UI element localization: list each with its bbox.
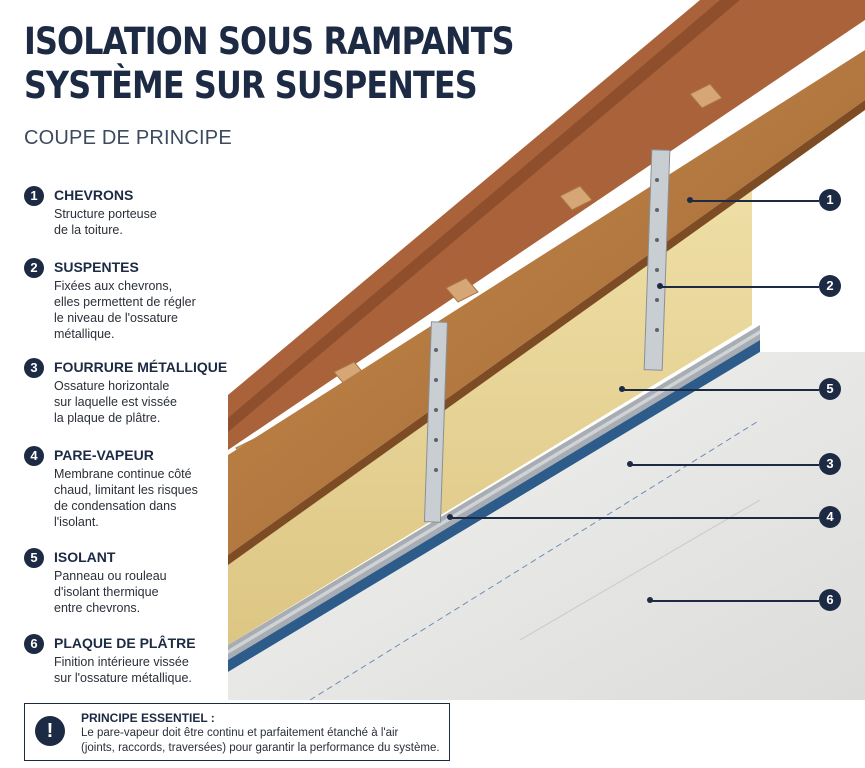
legend-title-6: PLAQUE DE PLÂTRE xyxy=(54,635,196,651)
callout-line-1 xyxy=(690,200,819,202)
callout-line-2 xyxy=(660,286,819,288)
legend-title-2: SUSPENTES xyxy=(54,259,139,275)
legend-desc-5-line-1: Panneau ou rouleau xyxy=(54,569,167,583)
legend-number-3: 3 xyxy=(24,358,44,378)
legend-desc-1-line-1: Structure porteuse xyxy=(54,207,157,221)
principle-note: ! PRINCIPE ESSENTIEL : Le pare-vapeur do… xyxy=(24,703,450,761)
roof-tiles xyxy=(228,0,865,450)
legend-number-2: 2 xyxy=(24,258,44,278)
title-line-2: SYSTÈME SUR SUSPENTES xyxy=(24,64,478,107)
callout-line-5 xyxy=(622,389,819,391)
callout-number-4: 4 xyxy=(819,506,841,528)
insulation-layer xyxy=(228,180,752,645)
legend-desc-2-line-3: le niveau de l'ossature xyxy=(54,311,178,325)
callout-number-6: 6 xyxy=(819,589,841,611)
note-line-2: (joints, raccords, traversées) pour gara… xyxy=(81,742,440,754)
callout-number-5: 5 xyxy=(819,378,841,400)
battens xyxy=(235,83,723,463)
legend-desc-1: Structure porteuse de la toiture. xyxy=(54,206,234,238)
callout-number-1: 1 xyxy=(819,189,841,211)
legend-desc-4: Membrane continue côté chaud, limitant l… xyxy=(54,466,234,530)
vapor-barrier xyxy=(228,340,760,672)
legend-title-5: ISOLANT xyxy=(54,549,116,565)
page-title: ISOLATION SOUS RAMPANTS SYSTÈME SUR SUSP… xyxy=(24,20,540,108)
exclamation-icon: ! xyxy=(35,716,65,746)
callout-line-4 xyxy=(450,517,819,519)
legend-desc-2-line-1: Fixées aux chevrons, xyxy=(54,279,173,293)
legend-desc-6-line-2: sur l'ossature métallique. xyxy=(54,671,192,685)
hangers xyxy=(423,149,671,523)
roof-tiles-ridge xyxy=(228,0,740,432)
note-text: Le pare-vapeur doit être continu et parf… xyxy=(81,726,441,756)
legend-desc-4-line-2: chaud, limitant les risques xyxy=(54,483,198,497)
note-title: PRINCIPE ESSENTIEL : xyxy=(81,711,215,725)
title-line-1: ISOLATION SOUS RAMPANTS xyxy=(24,20,514,63)
legend-title-3: FOURRURE MÉTALLIQUE xyxy=(54,359,228,375)
legend-desc-2: Fixées aux chevrons, elles permettent de… xyxy=(54,278,234,342)
legend-desc-3-line-2: sur laquelle est vissée xyxy=(54,395,177,409)
legend-desc-4-line-3: de condensation dans xyxy=(54,499,177,513)
legend-desc-5-line-3: entre chevrons. xyxy=(54,601,141,615)
legend-desc-3-line-1: Ossature horizontale xyxy=(54,379,170,393)
legend-desc-5-line-2: d'isolant thermique xyxy=(54,585,159,599)
legend-desc-3-line-3: la plaque de plâtre. xyxy=(54,411,161,425)
rafter xyxy=(228,50,865,555)
legend-desc-2-line-4: métallique. xyxy=(54,327,115,341)
callout-line-6 xyxy=(650,600,819,602)
legend-desc-5: Panneau ou rouleau d'isolant thermique e… xyxy=(54,568,234,616)
legend-desc-3: Ossature horizontale sur laquelle est vi… xyxy=(54,378,234,426)
rafter-face xyxy=(228,100,865,565)
legend-title-4: PARE-VAPEUR xyxy=(54,447,154,463)
callout-line-3 xyxy=(630,464,819,466)
plasterboard xyxy=(228,352,865,700)
legend-number-4: 4 xyxy=(24,446,44,466)
callout-number-2: 2 xyxy=(819,275,841,297)
legend-desc-2-line-2: elles permettent de régler xyxy=(54,295,196,309)
note-line-1: Le pare-vapeur doit être continu et parf… xyxy=(81,727,399,739)
legend-number-6: 6 xyxy=(24,634,44,654)
legend-title-1: CHEVRONS xyxy=(54,187,134,203)
legend-desc-1-line-2: de la toiture. xyxy=(54,223,123,237)
page-subtitle: COUPE DE PRINCIPE xyxy=(24,127,232,149)
legend-number-1: 1 xyxy=(24,186,44,206)
legend-desc-6: Finition intérieure vissée sur l'ossatur… xyxy=(54,654,234,686)
legend-desc-4-line-1: Membrane continue côté xyxy=(54,467,192,481)
callout-number-3: 3 xyxy=(819,453,841,475)
legend-number-5: 5 xyxy=(24,548,44,568)
legend-desc-6-line-1: Finition intérieure vissée xyxy=(54,655,189,669)
legend-desc-4-line-4: l'isolant. xyxy=(54,515,99,529)
